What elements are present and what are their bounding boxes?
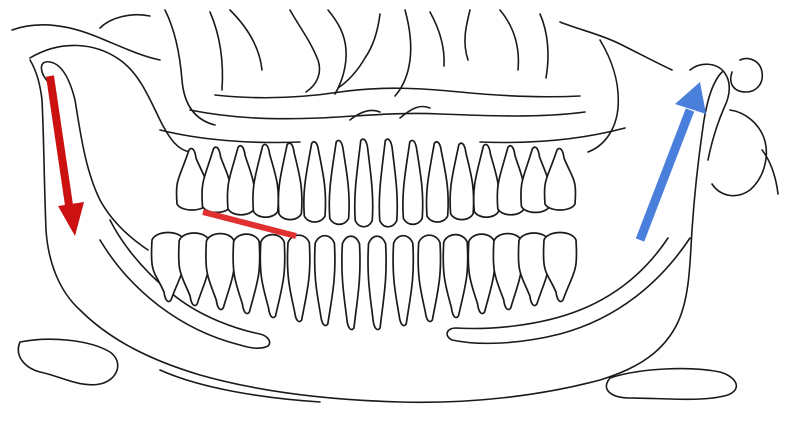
right-blue-arrow	[640, 82, 706, 240]
lower-tooth	[342, 236, 360, 329]
lower-tooth	[233, 234, 260, 313]
lower-tooth	[179, 233, 210, 306]
upper-tooth	[278, 143, 302, 220]
upper-tooth	[450, 143, 474, 220]
upper-tooth	[379, 139, 397, 227]
left-red-arrow	[50, 76, 84, 236]
lower-tooth	[468, 234, 495, 313]
upper-tooth	[403, 140, 423, 224]
mandible-outline	[18, 59, 778, 403]
lower-teeth	[152, 233, 577, 330]
lower-tooth	[544, 233, 577, 302]
lower-tooth	[443, 235, 468, 318]
skull-outline	[12, 10, 672, 152]
lower-tooth	[315, 236, 335, 326]
upper-tooth	[355, 139, 373, 227]
upper-teeth	[177, 139, 576, 227]
lower-tooth	[260, 235, 285, 318]
upper-tooth	[253, 144, 278, 217]
lower-tooth	[287, 235, 309, 321]
upper-tooth	[304, 142, 326, 222]
lower-tooth	[206, 234, 235, 310]
upper-tooth	[474, 144, 499, 217]
lower-tooth	[493, 234, 522, 310]
lower-tooth	[418, 235, 440, 321]
lower-tooth	[393, 236, 413, 326]
lower-tooth	[368, 236, 386, 329]
upper-tooth	[426, 142, 448, 222]
upper-tooth	[329, 140, 349, 224]
upper-tooth	[227, 146, 254, 215]
upper-tooth	[545, 148, 576, 210]
